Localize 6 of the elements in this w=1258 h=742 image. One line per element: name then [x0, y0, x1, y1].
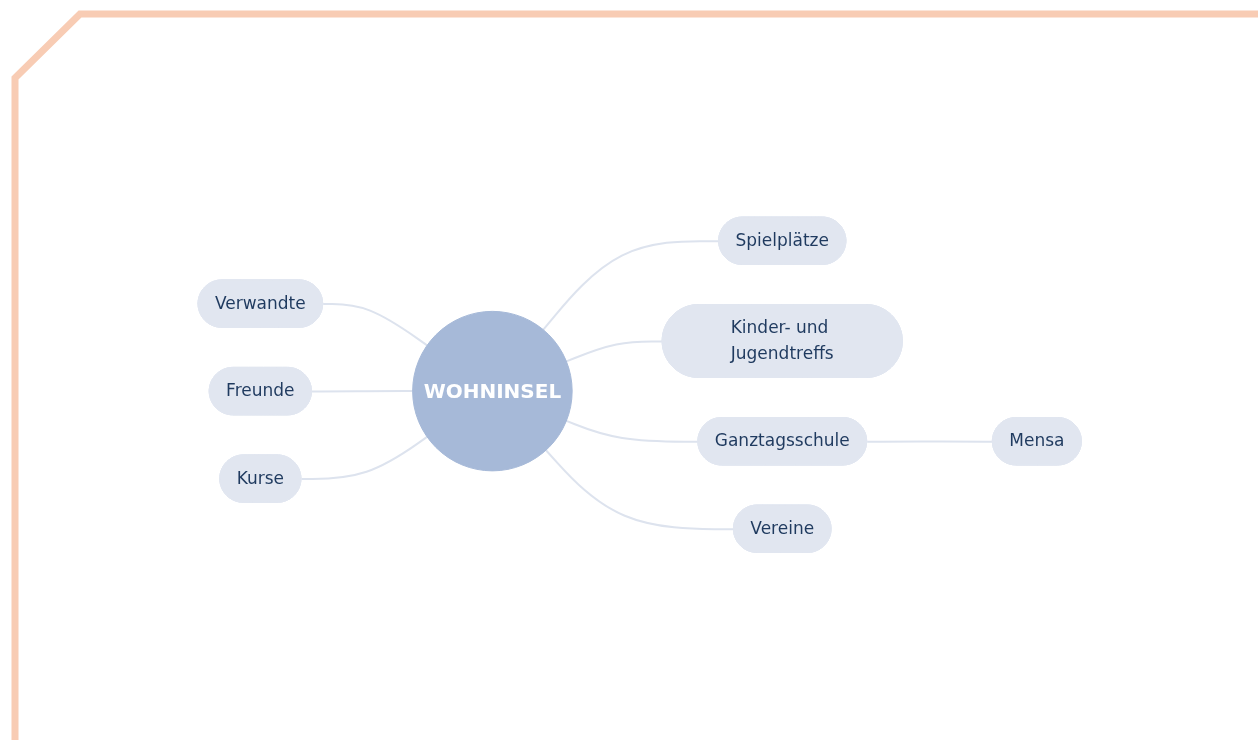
connector	[300, 436, 429, 481]
connector	[565, 340, 664, 363]
connector	[565, 420, 700, 443]
connector	[322, 303, 429, 347]
connector	[311, 390, 414, 393]
node-circle: WOHNINSEL	[412, 311, 573, 472]
